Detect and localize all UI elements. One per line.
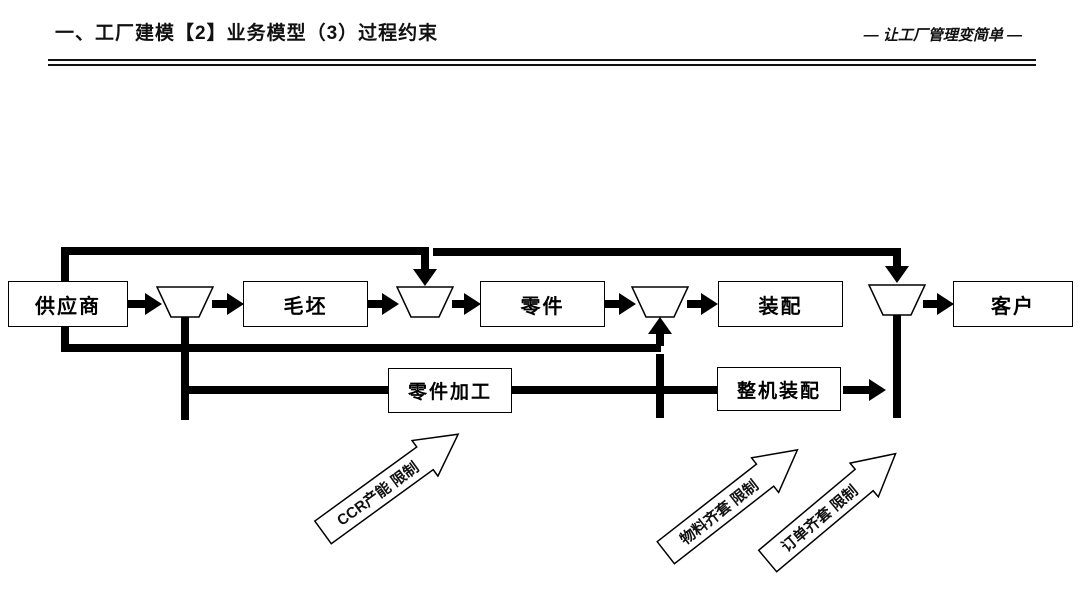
connector-top-b-drop	[893, 254, 901, 268]
page-title: 一、工厂建模【2】业务模型（3）过程约束	[55, 23, 439, 44]
funnel-icon	[630, 286, 690, 323]
connector-top-b	[433, 248, 901, 256]
node-blank: 毛坯	[243, 281, 368, 327]
header-divider	[48, 59, 1036, 66]
flow-arrow-shaft	[605, 300, 622, 308]
node-label: 零件加工	[407, 382, 492, 403]
flow-arrow-shaft	[687, 300, 703, 308]
funnel1-stem	[181, 314, 189, 420]
node-label: 客户	[991, 295, 1035, 318]
node-machine-assembly: 整机装配	[717, 367, 841, 411]
arrowhead-right-icon	[145, 293, 162, 315]
flow-arrow-shaft	[128, 300, 147, 308]
node-label: 整机装配	[736, 380, 821, 402]
block-arrow-icon	[757, 452, 897, 573]
arrowhead-down-icon	[413, 269, 437, 286]
connector-top-a-riser	[61, 249, 69, 283]
arrowhead-right-icon	[869, 379, 886, 401]
connector-bottom-c	[61, 344, 661, 352]
funnel-icon	[155, 286, 215, 323]
funnel-icon	[395, 286, 455, 323]
node-assembly: 装配	[718, 281, 843, 327]
flow-arrow-shaft	[212, 300, 229, 308]
constraint-arrow-material: 物料齐套 限制	[651, 431, 813, 572]
connector-bottom-c-drop	[61, 325, 69, 349]
connector-bottom-c-riser	[656, 332, 664, 346]
node-label: 装配	[758, 295, 803, 318]
arrowhead-right-icon	[937, 293, 954, 315]
node-part-processing: 零件加工	[388, 368, 512, 413]
flow-arrow-shaft	[368, 300, 385, 308]
machine-assembly-out-shaft	[843, 386, 870, 394]
arrowhead-right-icon	[464, 293, 481, 315]
arrowhead-right-icon	[382, 293, 399, 315]
block-arrow-icon	[656, 448, 799, 565]
node-label: 零件	[520, 295, 565, 318]
connector-top-a-drop	[421, 253, 429, 271]
header-slogan: — 让工厂管理变简单 —	[863, 27, 1022, 44]
arrowhead-down-icon	[885, 266, 909, 283]
node-customer: 客户	[953, 281, 1073, 327]
block-arrow-icon	[313, 433, 460, 545]
flow-arrow-shaft	[452, 300, 467, 308]
constraint-arrow-ccr: CCR产能 限制	[309, 414, 474, 551]
funnel4-stem	[893, 312, 901, 418]
arrowhead-right-icon	[227, 293, 244, 315]
node-supplier: 供应商	[8, 281, 128, 327]
node-part: 零件	[480, 281, 605, 327]
node-label: 供应商	[35, 295, 101, 318]
constraint-label: CCR产能 限制	[333, 458, 422, 530]
constraint-arrow-order: 订单齐套 限制	[752, 435, 912, 580]
flow-arrow-shaft	[923, 300, 939, 308]
arrowhead-up-icon	[648, 317, 672, 334]
arrowhead-right-icon	[701, 293, 718, 315]
funnel-icon	[867, 284, 927, 321]
node-label: 毛坯	[283, 295, 328, 318]
arrowhead-right-icon	[619, 293, 636, 315]
connector-top-a	[61, 247, 429, 255]
